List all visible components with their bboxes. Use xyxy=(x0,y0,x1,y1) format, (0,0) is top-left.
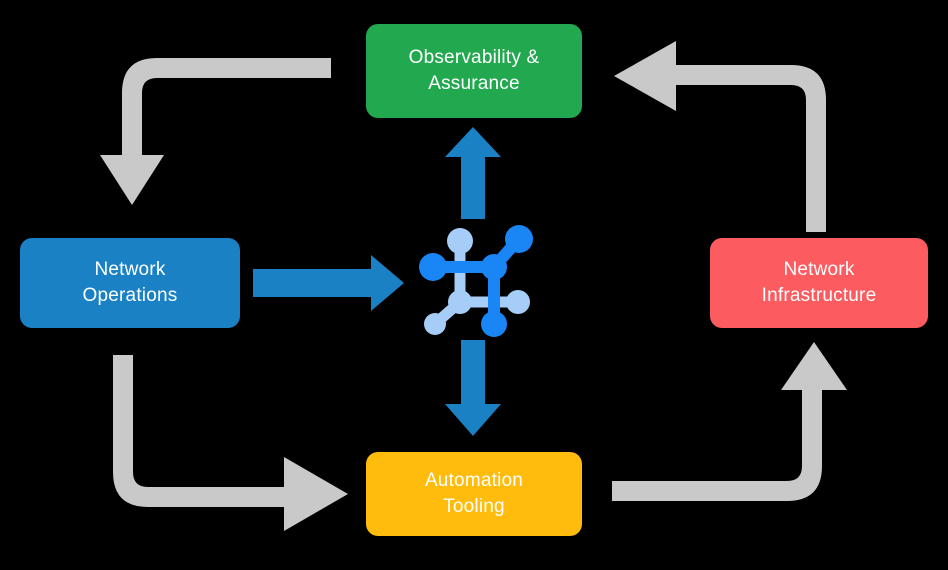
blue-arrow-operations-to-center xyxy=(253,255,404,311)
network-topology-icon-glyph xyxy=(419,225,533,337)
blue-arrow-center-to-observability xyxy=(445,127,501,219)
blue-arrow-center-to-automation xyxy=(445,340,501,436)
node-box-network-infrastructure[interactable]: Network Infrastructure xyxy=(710,238,928,328)
node-label-network-operations: Network Operations xyxy=(82,259,178,306)
node-box-automation-tooling[interactable]: Automation Tooling xyxy=(366,452,582,536)
node-label-automation-tooling: Automation Tooling xyxy=(424,470,524,517)
node-box-network-operations[interactable]: Network Operations xyxy=(20,238,240,328)
gray-arrow-operations-to-automation xyxy=(113,355,348,531)
network-icon-nodes-secondary xyxy=(424,228,530,335)
node-label-observability: Observability & Assurance xyxy=(408,47,540,94)
gray-arrow-automation-to-infrastructure xyxy=(612,342,847,501)
node-box-observability[interactable]: Observability & Assurance xyxy=(366,24,582,118)
network-icon-nodes-primary xyxy=(419,225,533,337)
node-label-network-infrastructure: Network Infrastructure xyxy=(761,259,877,306)
gray-arrow-observability-to-operations xyxy=(100,58,331,205)
gray-arrow-infrastructure-to-observability xyxy=(614,41,826,232)
